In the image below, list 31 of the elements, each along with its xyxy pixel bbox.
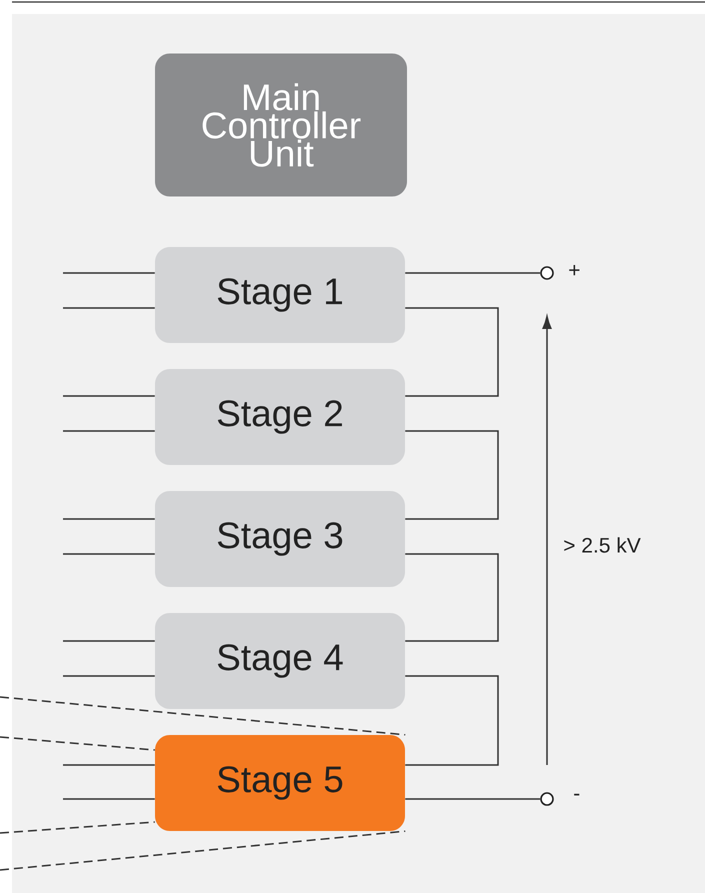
wire: [405, 430, 499, 520]
wire: [405, 798, 540, 800]
stage-box: Stage 4: [155, 613, 405, 709]
terminal-circle: [540, 266, 554, 280]
wire: [63, 272, 155, 274]
wire: [63, 764, 155, 766]
terminal-label: -: [574, 794, 580, 796]
wire: [405, 553, 499, 642]
terminal-circle: [540, 792, 554, 806]
terminal-label: +: [569, 264, 580, 276]
dashed-line: [0, 830, 406, 871]
wire: [63, 675, 155, 677]
wire: [63, 553, 155, 555]
wire: [63, 798, 155, 800]
stage-box: Stage 2: [155, 369, 405, 465]
wire: [405, 307, 499, 397]
dashed-line: [0, 736, 155, 751]
stage-box: Stage 3: [155, 491, 405, 587]
dashed-line: [0, 696, 406, 736]
wire: [63, 430, 155, 432]
wire: [405, 272, 540, 274]
wire: [63, 307, 155, 309]
stage-box: Stage 5: [155, 735, 405, 831]
controller-box: Main Controller Unit: [155, 54, 407, 196]
voltage-label: > 2.5 kV: [564, 537, 641, 553]
dashed-line: [0, 821, 155, 834]
wire: [405, 675, 499, 766]
wire: [63, 395, 155, 397]
wire: [63, 518, 155, 520]
wire: [63, 640, 155, 642]
stage-box: Stage 1: [155, 247, 405, 343]
